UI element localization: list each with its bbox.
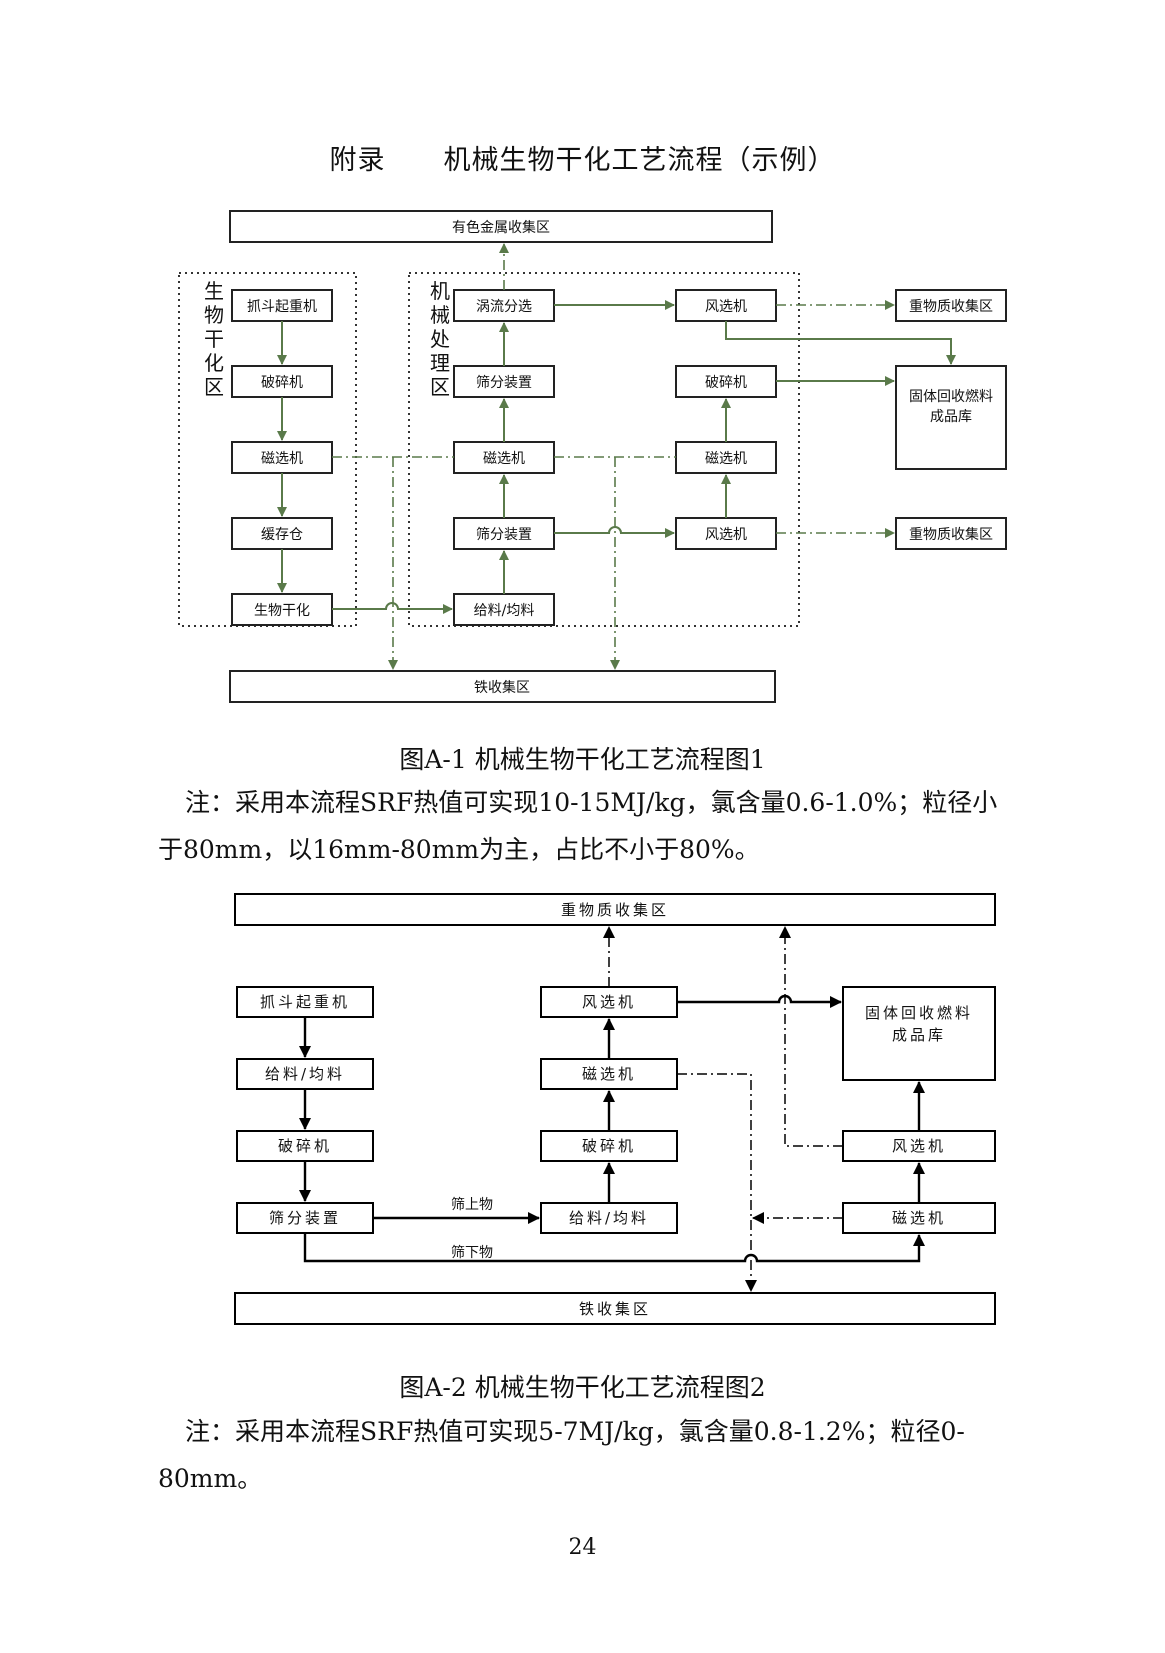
label2-crane: 抓斗起重机 — [260, 993, 350, 1011]
box2-feeder-left — [236, 1058, 374, 1090]
box2-heavy — [234, 893, 996, 926]
label-eddy: 涡流分选 — [476, 299, 532, 315]
arrow-air-product — [725, 321, 956, 365]
box-heavy-bottom — [895, 517, 1007, 550]
box2-product — [842, 986, 996, 1081]
appendix-label: 附录 — [329, 145, 386, 176]
figure-2-note: 注：采用本流程SRF热值可实现5-7MJ/kg，氯含量0.8-1.2%；粒径0-… — [158, 1417, 965, 1493]
box2-crane — [236, 986, 374, 1018]
arrow-biodry-feeder — [332, 602, 453, 614]
arrow2-air-product — [677, 994, 842, 1008]
figure-2-caption: 图A-2 机械生物干化工艺流程图2 — [399, 1373, 766, 1402]
page-number: 24 — [568, 1535, 597, 1560]
label-air-bottom: 风选机 — [705, 527, 747, 543]
label2-heavy: 重物质收集区 — [561, 901, 669, 919]
label-feeder: 给料/均料 — [474, 603, 535, 619]
label2-iron: 铁收集区 — [579, 1300, 651, 1318]
label-iron: 铁收集区 — [474, 679, 530, 696]
box-crane — [231, 289, 333, 322]
label-product: 固体回收燃料成品库 — [909, 388, 993, 425]
arrow2-air-right-heavy — [779, 926, 843, 1147]
box2-magnet-mid — [540, 1058, 678, 1090]
box-screen-top — [453, 365, 555, 398]
box-iron — [229, 670, 776, 703]
box2-iron — [234, 1292, 996, 1325]
label2-air-mid: 风选机 — [582, 993, 636, 1011]
label2-screen: 筛分装置 — [269, 1209, 341, 1227]
label2-oversize: 筛上物 — [451, 1197, 493, 1213]
figure-1: 生物干化区 机械处理区 有色金属收集区 铁收集区 — [178, 210, 1007, 703]
box-buffer — [231, 517, 333, 550]
label2-magnet-mid: 磁选机 — [582, 1065, 636, 1083]
box2-air-mid — [540, 986, 678, 1018]
label2-crusher-left: 破碎机 — [278, 1137, 332, 1155]
label2-crusher-mid: 破碎机 — [582, 1137, 636, 1155]
box2-air-right — [842, 1130, 996, 1162]
label-biodry: 生物干化 — [254, 603, 310, 619]
appendix-heading: 机械生物干化工艺流程（示例） — [443, 145, 836, 176]
box-feeder — [453, 593, 555, 626]
label-heavy-bottom: 重物质收集区 — [909, 526, 993, 543]
zone-mech-label: 机械处理区 — [430, 279, 450, 399]
zone-bio-label: 生物干化区 — [204, 279, 224, 399]
arrow2-magnet-iron — [677, 1073, 757, 1292]
label2-feeder-mid: 给料/均料 — [569, 1209, 649, 1227]
arrow2-undersize — [303, 1233, 925, 1263]
label-screen-top: 筛分装置 — [476, 375, 532, 391]
label-heavy-top: 重物质收集区 — [909, 298, 993, 315]
figure-2: 重物质收集区 铁收集区 抓斗起重机 给料/均料 破碎机 筛分装置 风选机 磁选机… — [234, 893, 996, 1325]
arrow-screen-air — [554, 526, 675, 538]
appendix-title: 附录 机械生物干化工艺流程（示例） — [0, 138, 1165, 177]
figure-1-note: 注：采用本流程SRF热值可实现10-15MJ/kg，氯含量0.6-1.0%；粒径… — [158, 788, 998, 864]
figure-1-caption: 图A-1 机械生物干化工艺流程图1 — [399, 745, 766, 774]
box-nonferrous — [229, 210, 773, 243]
label-nonferrous: 有色金属收集区 — [452, 219, 550, 236]
box-crusher-right — [675, 365, 777, 398]
box-air-bottom — [675, 517, 777, 550]
box-heavy-top — [895, 289, 1007, 322]
label2-product: 固体回收燃料成品库 — [865, 1004, 973, 1044]
box-crusher-left — [231, 365, 333, 398]
label2-undersize: 筛下物 — [451, 1245, 493, 1261]
label-crane: 抓斗起重机 — [247, 299, 317, 315]
label-buffer: 缓存仓 — [261, 527, 303, 543]
label-air-top: 风选机 — [705, 299, 747, 315]
label2-feeder-left: 给料/均料 — [265, 1065, 345, 1083]
label2-air-right: 风选机 — [892, 1137, 946, 1155]
label-crusher-right: 破碎机 — [705, 375, 747, 391]
mechanical-zone — [408, 272, 800, 627]
label-magnet-right: 磁选机 — [705, 451, 747, 467]
label2-magnet-right: 磁选机 — [892, 1209, 946, 1227]
label-magnet-mid: 磁选机 — [483, 451, 525, 467]
box-product — [895, 365, 1007, 470]
box-magnet-right — [675, 441, 777, 474]
box-air-top — [675, 289, 777, 322]
label-screen-bottom: 筛分装置 — [476, 527, 532, 543]
label-magnet-left: 磁选机 — [261, 451, 303, 467]
label-crusher-left: 破碎机 — [261, 375, 303, 391]
box2-feeder-mid — [540, 1202, 678, 1234]
